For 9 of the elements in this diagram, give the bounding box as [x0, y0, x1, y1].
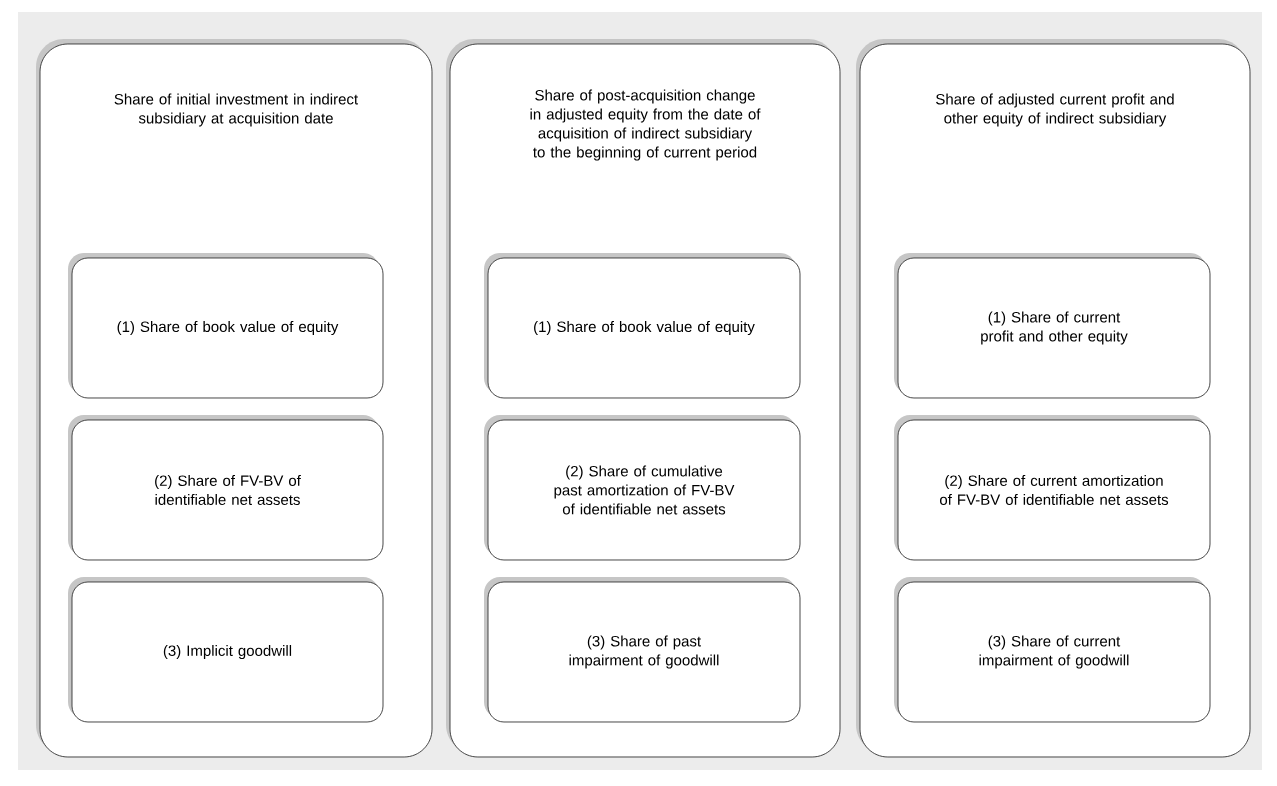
content-box: (1) Share of book value of equity	[484, 253, 801, 399]
content-box: (2) Share of FV-BV of identifiable net assets	[68, 415, 384, 561]
content-box: (2) Share of current amortization of FV-BV of identifiable net assets	[894, 415, 1211, 561]
content-box: (2) Share of cumulative past amortization of FV-BV of identifiable net assets	[484, 415, 801, 561]
content-box: (3) Share of current impairment of goodwill	[894, 577, 1211, 723]
content-box: (3) Implicit goodwill	[68, 577, 384, 723]
content-box: (1) Share of book value of equity	[68, 253, 384, 399]
content-box: (1) Share of current profit and other equity	[894, 253, 1211, 399]
content-box: (3) Share of past impairment of goodwill	[484, 577, 801, 723]
